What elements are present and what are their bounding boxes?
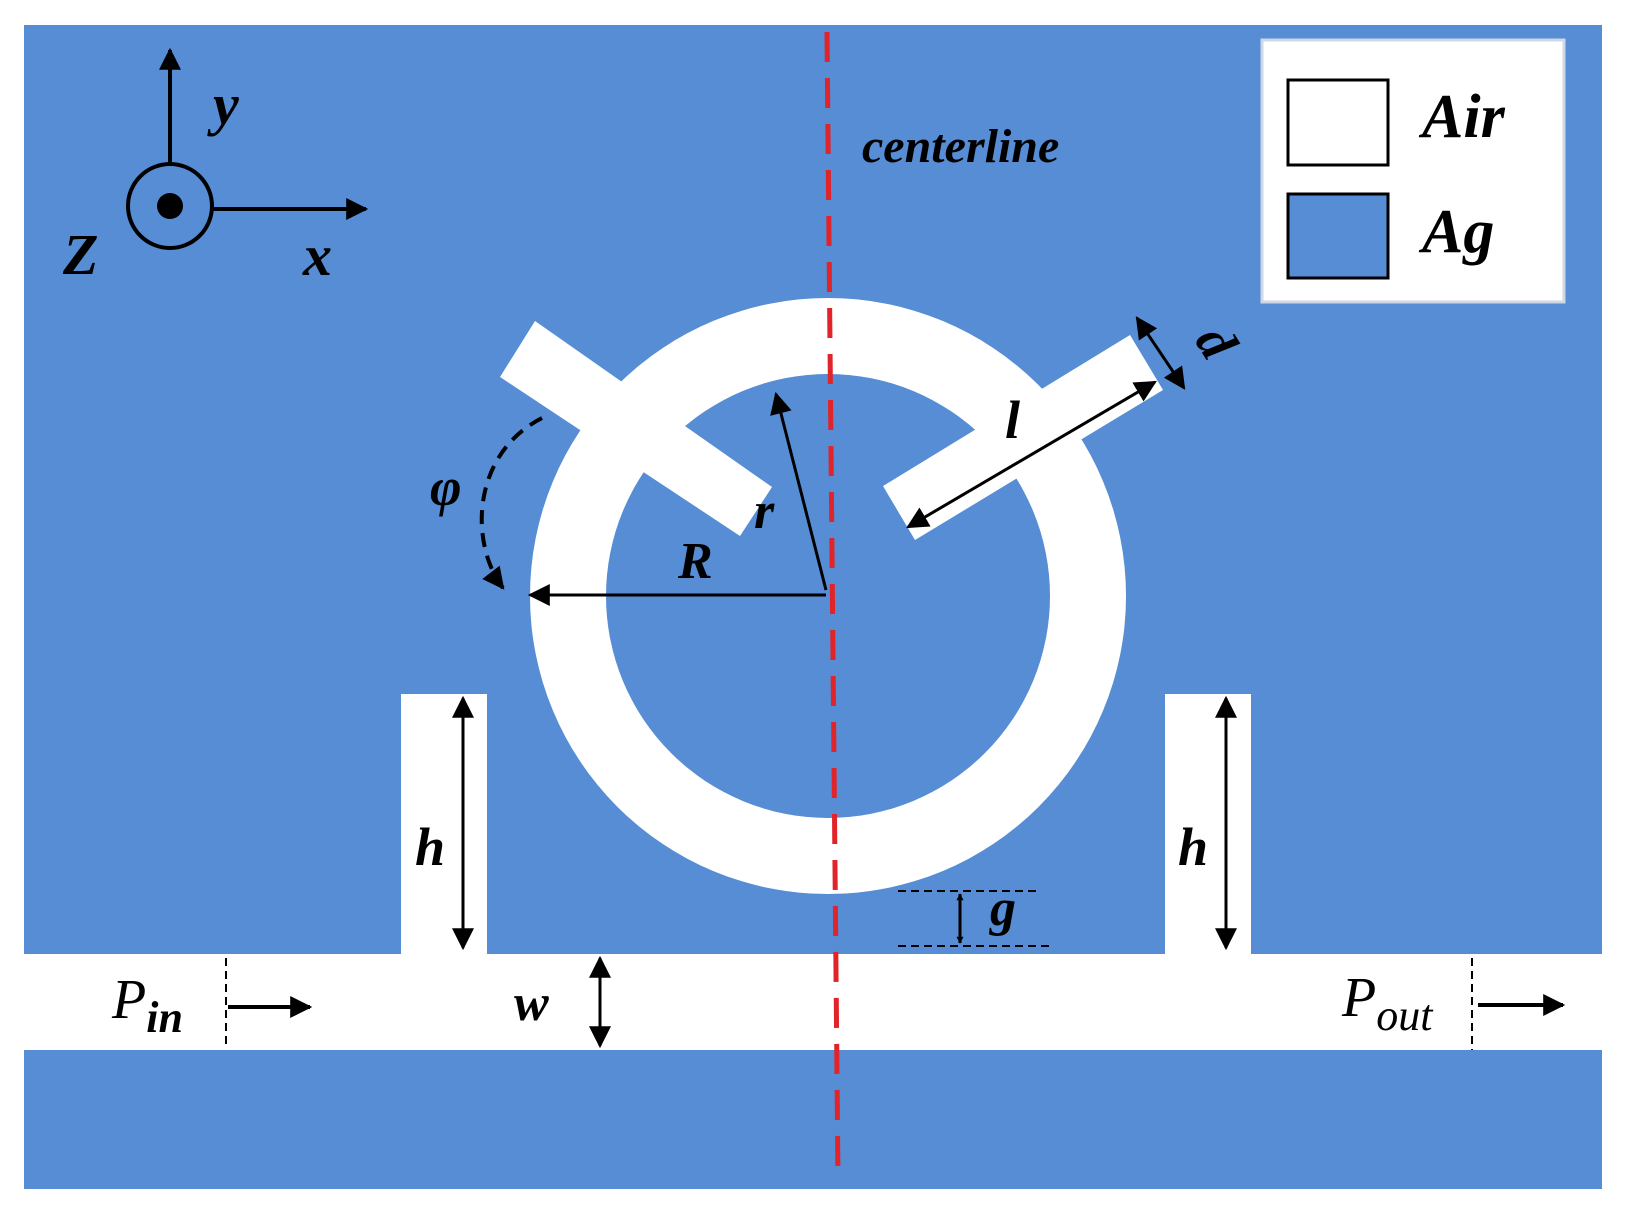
stub-length-label: l <box>1005 390 1020 450</box>
input-port-label: Pin <box>111 969 183 1042</box>
legend-swatch-air <box>1286 78 1390 167</box>
legend-label-air: Air <box>1418 83 1506 151</box>
left-baffle-height-label: h <box>415 817 445 877</box>
inner-radius-label: r <box>754 483 775 540</box>
bus-waveguide <box>24 954 1602 1050</box>
inner-radius-arrow <box>770 391 828 591</box>
stub-length-arrow <box>906 380 1157 529</box>
centerline-label: centerline <box>862 120 1059 173</box>
legend-swatch-ag <box>1286 192 1390 280</box>
z-axis-dot-icon <box>157 193 183 219</box>
legend-label-ag: Ag <box>1418 198 1494 266</box>
angle-label: φ <box>430 457 462 517</box>
output-port-label: Pout <box>1341 967 1434 1040</box>
x-axis-label: x <box>302 223 332 288</box>
legend: Air Ag <box>1260 38 1566 304</box>
stub-width-arrow <box>1135 316 1186 390</box>
left-stub <box>500 321 772 536</box>
y-axis-label: y <box>207 72 239 137</box>
gap-label: g <box>989 880 1016 937</box>
outer-radius-label: R <box>677 533 713 590</box>
waveguide-width-label: w <box>514 975 549 1032</box>
angle-arrow <box>479 416 543 590</box>
centerline-line <box>824 31 841 1181</box>
coordinate-axes: y x Z <box>62 47 369 288</box>
z-axis-label: Z <box>62 222 98 287</box>
right-baffle-height-label: h <box>1178 817 1208 877</box>
